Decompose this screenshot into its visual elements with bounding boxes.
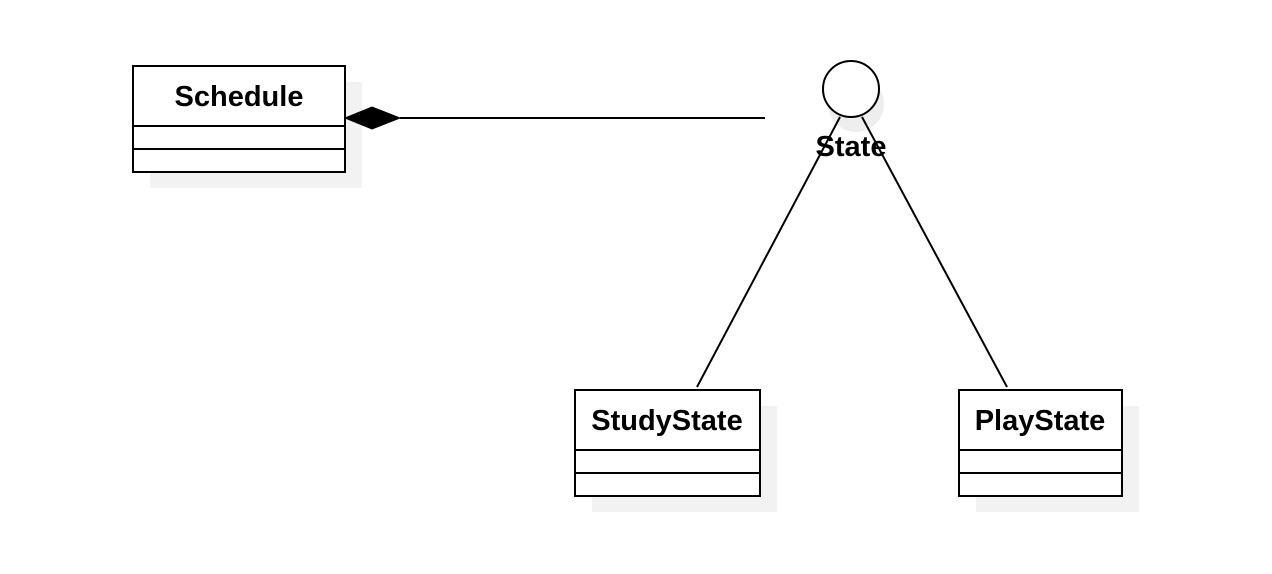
class-playstate-box: [958, 389, 1123, 497]
realization-line-playstate: [861, 116, 1008, 388]
interface-state-label: State: [816, 131, 887, 163]
class-schedule-box: [132, 65, 346, 173]
class-studystate-name: StudyState: [591, 405, 742, 437]
interface-circle-icon: [822, 60, 880, 118]
composition-link[interactable]: [343, 106, 765, 130]
class-studystate-box: [574, 389, 761, 497]
class-schedule-name: Schedule: [175, 81, 304, 113]
class-schedule[interactable]: Schedule: [132, 65, 362, 188]
interface-state[interactable]: [822, 60, 884, 132]
class-playstate[interactable]: PlayState: [958, 389, 1139, 512]
composition-diamond-icon: [343, 106, 402, 130]
class-studystate[interactable]: StudyState: [574, 389, 777, 512]
realization-line-studystate: [696, 116, 841, 388]
class-playstate-name: PlayState: [975, 405, 1106, 437]
